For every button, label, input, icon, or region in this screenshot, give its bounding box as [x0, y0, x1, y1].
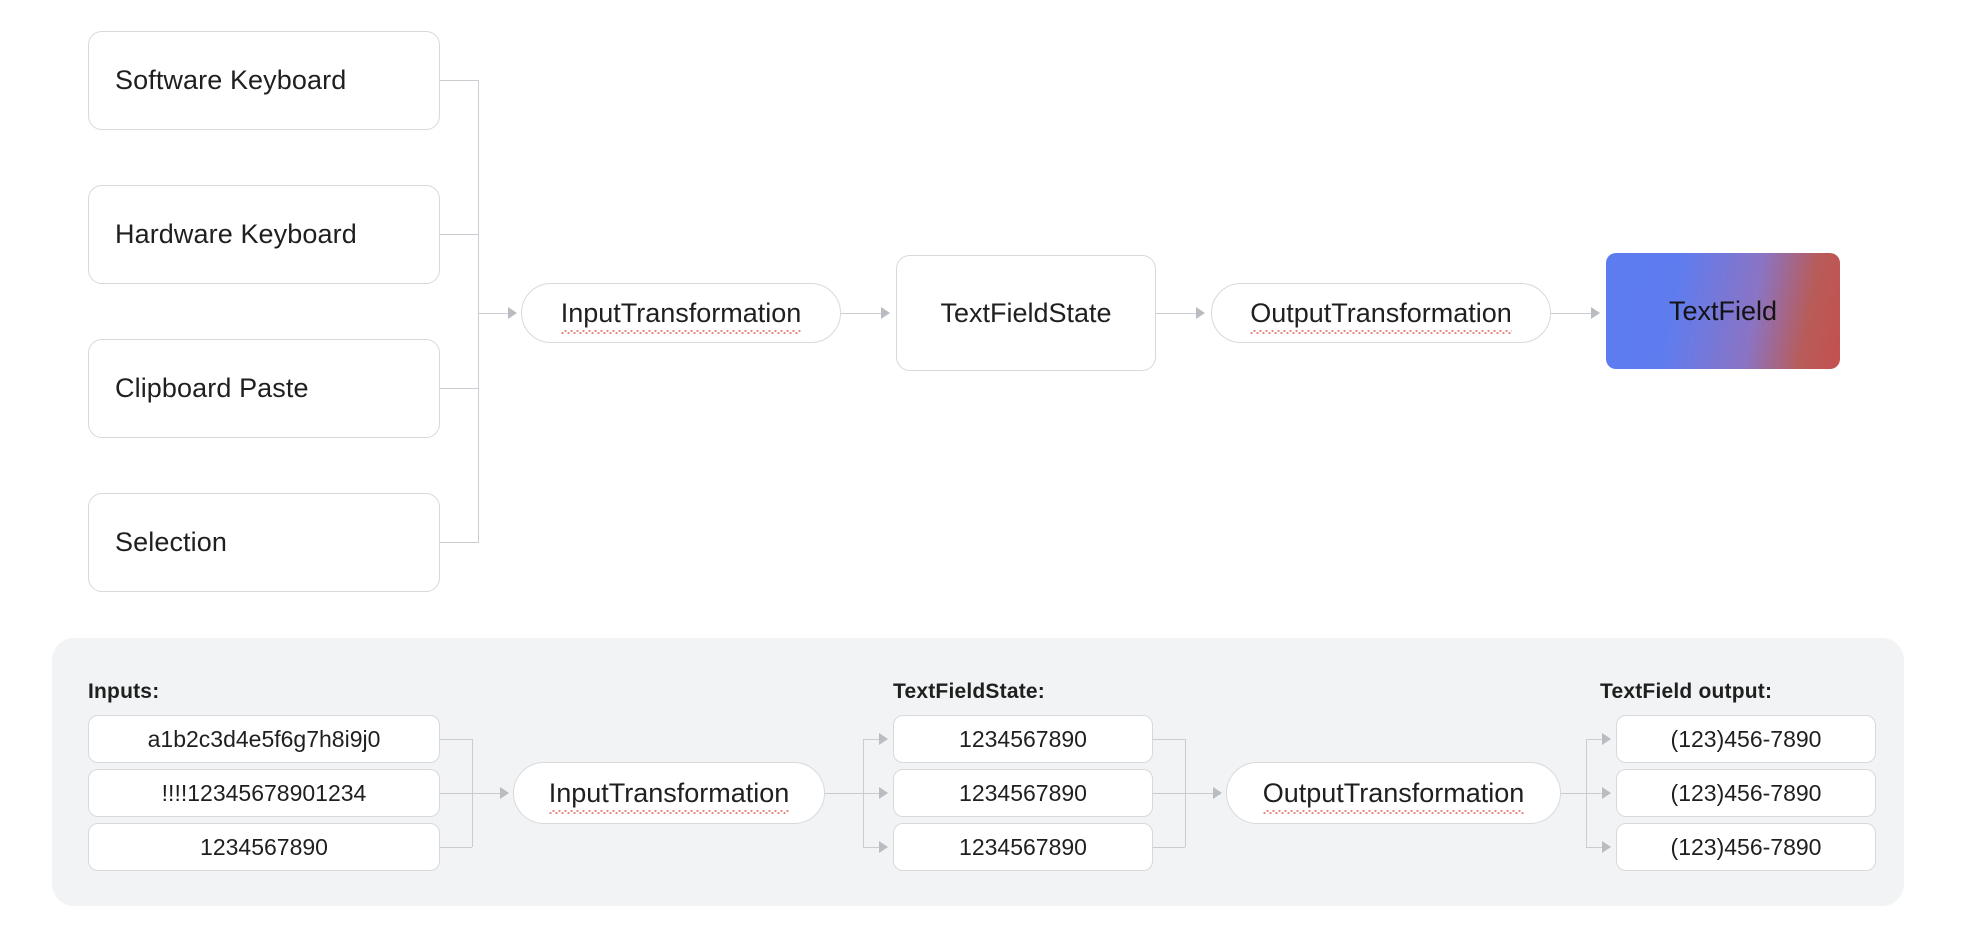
state-value-box[interactable]: 1234567890: [893, 715, 1153, 763]
connector-stub-input-1: [440, 739, 472, 740]
state-value-text: 1234567890: [959, 833, 1087, 860]
connector-fanout-state-2: [863, 793, 887, 794]
source-box-hardware-keyboard[interactable]: Hardware Keyboard: [88, 185, 440, 284]
connector-stub-source-2: [440, 234, 478, 235]
connector-stub-source-1: [440, 80, 478, 81]
arrowhead-to-state-1: [879, 733, 888, 745]
arrowhead-to-output-1: [1602, 733, 1611, 745]
source-box-label: Selection: [115, 527, 227, 557]
arrowhead-to-output-3: [1602, 841, 1611, 853]
state-value-text: 1234567890: [959, 725, 1087, 752]
connector-fanout-state-3: [863, 847, 887, 848]
arrowhead-to-input-transformation: [508, 307, 517, 319]
state-value-box[interactable]: 1234567890: [893, 823, 1153, 871]
source-box-label: Software Keyboard: [115, 65, 347, 95]
connector-fanout-output-3: [1586, 847, 1610, 848]
node-output-transformation[interactable]: OutputTransformation: [1211, 283, 1551, 343]
connector-stub-input-3: [440, 847, 472, 848]
output-value-box[interactable]: (123)456-7890: [1616, 823, 1876, 871]
input-value-text: a1b2c3d4e5f6g7h8i9j0: [147, 725, 381, 752]
node-label: TextFieldState: [940, 297, 1112, 328]
connector-bus-to-panel-input-transformation: [472, 793, 508, 794]
source-box-label: Hardware Keyboard: [115, 219, 357, 249]
arrowhead-to-panel-output-transformation: [1213, 787, 1222, 799]
connector-stub-source-4: [440, 542, 478, 543]
node-label: OutputTransformation: [1250, 297, 1512, 334]
source-box-selection[interactable]: Selection: [88, 493, 440, 592]
output-value-text: (123)456-7890: [1670, 779, 1822, 806]
arrowhead-to-textfieldstate: [881, 307, 890, 319]
source-box-clipboard-paste[interactable]: Clipboard Paste: [88, 339, 440, 438]
state-value-text: 1234567890: [959, 779, 1087, 806]
node-label: InputTransformation: [560, 297, 802, 334]
arrowhead-to-panel-input-transformation: [500, 787, 509, 799]
connector-stub-input-2: [440, 793, 472, 794]
connector-fanout-output-1: [1586, 739, 1610, 740]
panel-node-label: InputTransformation: [548, 777, 790, 814]
arrowhead-to-state-3: [879, 841, 888, 853]
arrowhead-to-output-transformation: [1196, 307, 1205, 319]
input-value-box[interactable]: a1b2c3d4e5f6g7h8i9j0: [88, 715, 440, 763]
column-title-textfieldstate: TextFieldState:: [893, 680, 1045, 703]
input-value-box[interactable]: 1234567890: [88, 823, 440, 871]
output-value-text: (123)456-7890: [1670, 725, 1822, 752]
connector-stub-source-3: [440, 388, 478, 389]
output-value-text: (123)456-7890: [1670, 833, 1822, 860]
connector-stub-state-3: [1153, 847, 1185, 848]
panel-node-input-transformation[interactable]: InputTransformation: [513, 762, 825, 824]
connector-state-to-output: [1156, 313, 1204, 314]
input-value-text: 1234567890: [200, 833, 328, 860]
connector-bus-to-input-transformation: [478, 313, 516, 314]
panel-node-label: OutputTransformation: [1262, 777, 1525, 814]
arrowhead-to-output-2: [1602, 787, 1611, 799]
connector-panel-output-out: [1561, 793, 1599, 794]
state-value-box[interactable]: 1234567890: [893, 769, 1153, 817]
source-box-software-keyboard[interactable]: Software Keyboard: [88, 31, 440, 130]
connector-bus-sources: [478, 80, 479, 543]
source-box-label: Clipboard Paste: [115, 373, 309, 403]
node-label: TextField: [1668, 295, 1778, 326]
column-title-textfield-output: TextField output:: [1600, 680, 1773, 703]
input-value-box[interactable]: !!!!12345678901234: [88, 769, 440, 817]
arrowhead-to-textfield: [1591, 307, 1600, 319]
output-value-box[interactable]: (123)456-7890: [1616, 715, 1876, 763]
connector-stub-state-1: [1153, 739, 1185, 740]
connector-stub-state-2: [1153, 793, 1185, 794]
connector-bus-to-panel-output-transformation: [1185, 793, 1221, 794]
node-textfieldstate[interactable]: TextFieldState: [896, 255, 1156, 371]
output-value-box[interactable]: (123)456-7890: [1616, 769, 1876, 817]
arrowhead-to-state-2: [879, 787, 888, 799]
connector-fanout-output-2: [1586, 793, 1610, 794]
panel-node-output-transformation[interactable]: OutputTransformation: [1226, 762, 1561, 824]
node-input-transformation[interactable]: InputTransformation: [521, 283, 841, 343]
node-textfield[interactable]: TextField: [1606, 253, 1840, 369]
connector-input-to-state: [841, 313, 889, 314]
connector-panel-input-out: [825, 793, 863, 794]
connector-output-to-textfield: [1551, 313, 1599, 314]
connector-fanout-state-1: [863, 739, 887, 740]
input-value-text: !!!!12345678901234: [161, 779, 367, 806]
column-title-inputs: Inputs:: [88, 680, 160, 703]
